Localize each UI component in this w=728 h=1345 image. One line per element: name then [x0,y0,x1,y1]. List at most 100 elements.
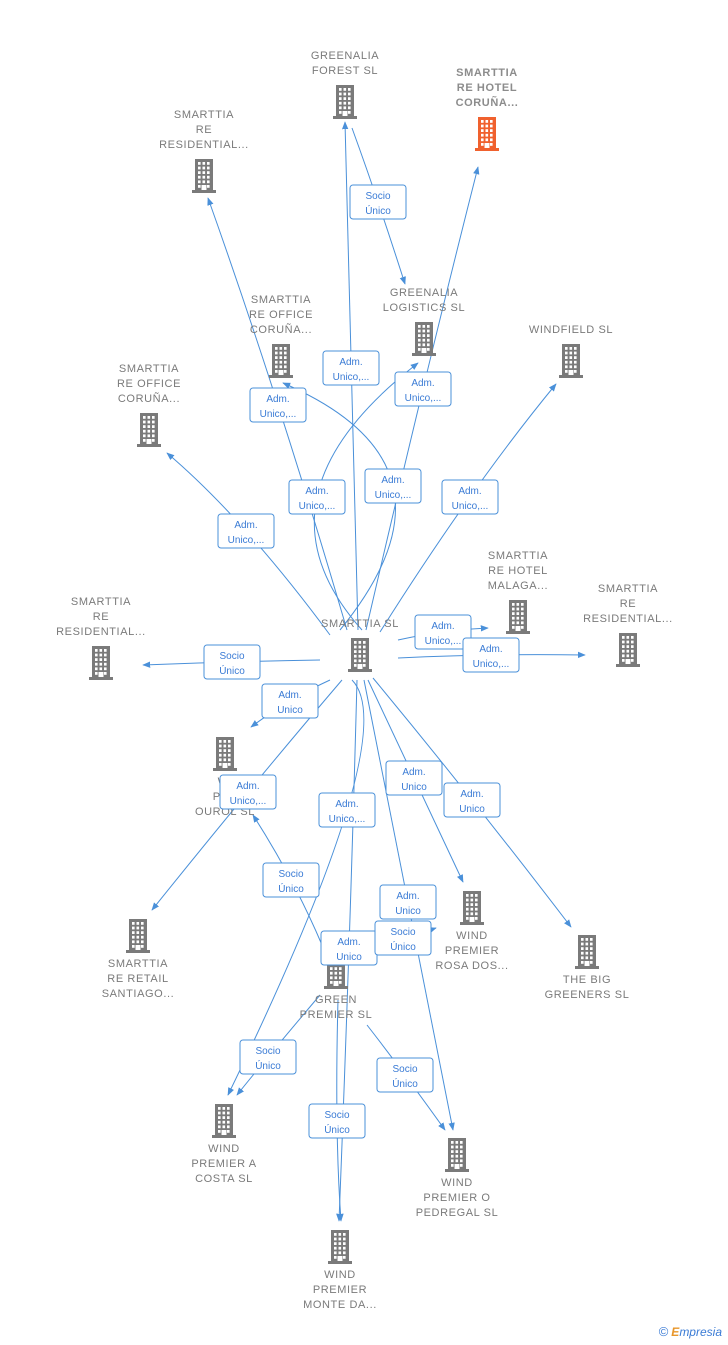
edge-label[interactable]: Adm.Unico,... [318,792,376,828]
edge-label-line: Unico,... [333,372,370,383]
building-icon [348,638,372,672]
edge-label-line: Único [390,940,416,953]
building-icon [212,1104,236,1138]
node-wind-rosa[interactable]: WIND PREMIER ROSA DOS... [435,891,508,972]
node-label-line: RESIDENTIAL... [159,139,249,151]
edge-label[interactable]: Adm. Unico,... [288,479,346,515]
node-label-line: WIND [456,930,488,942]
node-label-line: RESIDENTIAL... [56,626,146,638]
footer-brand[interactable]: ©Empresia [659,1324,722,1339]
edge-label-box [308,1103,366,1139]
node-smarttia-res-2[interactable]: SMARTTIARERESIDENTIAL... [56,596,146,680]
edge-label[interactable]: Adm.Unico [379,884,437,920]
brand-initial: E [671,1325,680,1339]
edge-label[interactable]: Adm. Unico [443,782,501,818]
edge-label[interactable]: Adm. Unico,... [322,350,380,386]
node-smarttia-res-3[interactable]: SMARTTIARERESIDENTIAL... [583,583,673,667]
edge-label-box [462,637,520,673]
edge-label-line: Adm. [402,767,425,778]
edge-label-line: Socio [392,1064,417,1075]
edge-label-line: Unico [459,804,485,815]
building-icon [213,737,237,771]
edge-label[interactable]: Adm.Unico,... [462,637,520,673]
node-label-line: SMARTTIA [456,67,518,79]
building-icon [575,935,599,969]
node-label-line: MONTE DA... [303,1299,377,1311]
node-label-line: PREMIER A [191,1158,256,1170]
edge-label-line: Adm. [396,891,419,902]
node-label-line: RE OFFICE [249,309,313,321]
edge-label-box [261,683,319,719]
node-label-line: SMARTTIA SL [321,618,399,630]
edge-label[interactable]: Adm.Unico [261,683,319,719]
edge-label-box [385,760,443,796]
edge-label-line: Único [255,1059,281,1072]
edge-label-line: Unico [277,705,303,716]
edge-label[interactable]: Adm.Unico [385,760,443,796]
node-label-line: SMARTTIA [488,550,548,562]
building-icon [89,646,113,680]
node-smarttia[interactable]: SMARTTIA SL [321,618,399,672]
edge-label[interactable]: Adm.Unico,... [441,479,499,515]
edge-label-box [443,782,501,818]
node-label-line: PREMIER [445,945,499,957]
edge-label-line: Único [392,1077,418,1090]
edge-label-line: Adm. [460,789,483,800]
node-label-line: PREMIER O [423,1192,490,1204]
node-label-line: ROSA DOS... [435,960,508,972]
edge-label-box [219,774,277,810]
building-icon [328,1230,352,1264]
edge-label[interactable]: Adm.Unico,... [394,371,452,407]
node-smarttia-res-1[interactable]: SMARTTIARERESIDENTIAL... [159,109,249,193]
edge-label-line: Unico,... [299,501,336,512]
edge-label-line: Unico,... [375,490,412,501]
node-label-line: PEDREGAL SL [416,1207,499,1219]
node-label-line: CORUÑA... [250,323,312,336]
edge-label[interactable]: Adm.Unico,... [249,387,307,423]
building-icon [412,322,436,356]
edge-label[interactable]: Adm.Unico,... [364,468,422,504]
edge-label-box [379,884,437,920]
edge-label-box [374,920,432,956]
node-windfield[interactable]: WINDFIELD SL [529,324,613,378]
edge-label-line: Adm. [479,644,502,655]
edge-label[interactable]: Adm.Unico [320,930,378,966]
node-label-line: FOREST SL [312,65,378,77]
edge-label-line: Adm. [305,486,328,497]
brand-name: mpresia [679,1325,722,1339]
building-icon [475,117,499,151]
node-label-line: SMARTTIA [71,596,131,608]
edge-label[interactable]: Adm.Unico,... [414,614,472,650]
node-label-line: SANTIAGO... [102,988,175,1000]
edge-label-line: Adm. [339,357,362,368]
edge-label-line: Adm. [411,378,434,389]
node-label-line: PREMIER SL [300,1009,373,1021]
node-label-line: GREEN [315,994,357,1006]
edge-label-line: Único [278,882,304,895]
edge-label-line: Adm. [266,394,289,405]
building-icon [269,344,293,378]
edge-label-box [441,479,499,515]
node-label-line: SMARTTIA [119,363,179,375]
edge-label-line: Unico,... [452,501,489,512]
edge-label[interactable]: Adm.Unico,... [217,513,275,549]
edge-label[interactable]: Adm.Unico,... [219,774,277,810]
